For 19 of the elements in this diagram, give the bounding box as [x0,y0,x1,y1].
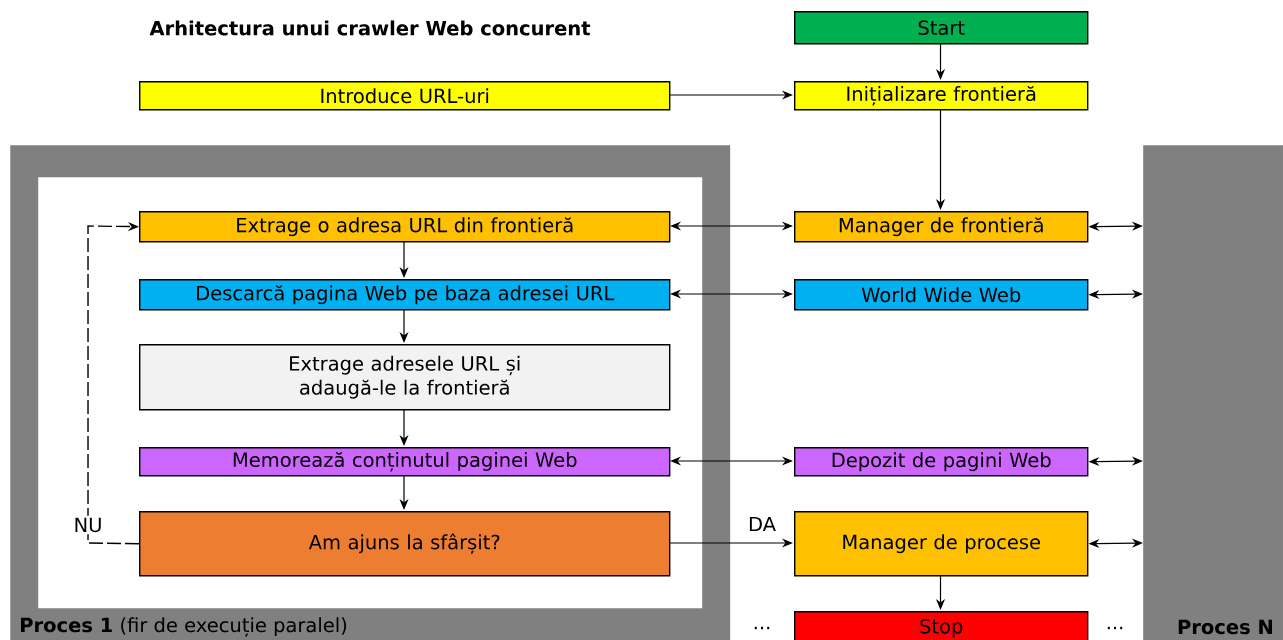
process-box: Extrage adresele URL și adaugă-le la frontieră [139,344,671,411]
process-box: Memorează conținutul paginei Web [139,447,671,477]
process-box: Introduce URL-uri [139,81,671,111]
process-box: Depozit de pagini Web [794,447,1089,477]
process-box: World Wide Web [794,279,1089,311]
process-box: Manager de procese [794,511,1089,577]
process-box: Extrage o adresa URL din frontieră [139,211,671,243]
process-box: Stop [794,611,1089,640]
process-panel: Proces N [1143,145,1283,640]
process-box: Descarcă pagina Web pe baza adresei URL [139,279,671,311]
arrow [87,221,140,545]
process-box: Inițializare frontieră [794,81,1089,111]
ellipsis: ... [754,626,770,630]
process-box: Manager de frontieră [794,211,1089,243]
edge-label: DA [746,514,778,534]
process-box: Am ajuns la sfârșit? [139,511,671,577]
process-box: Start [794,11,1089,45]
ellipsis: ... [1107,626,1123,630]
title: Arhitectura unui crawler Web concurent [149,20,591,36]
